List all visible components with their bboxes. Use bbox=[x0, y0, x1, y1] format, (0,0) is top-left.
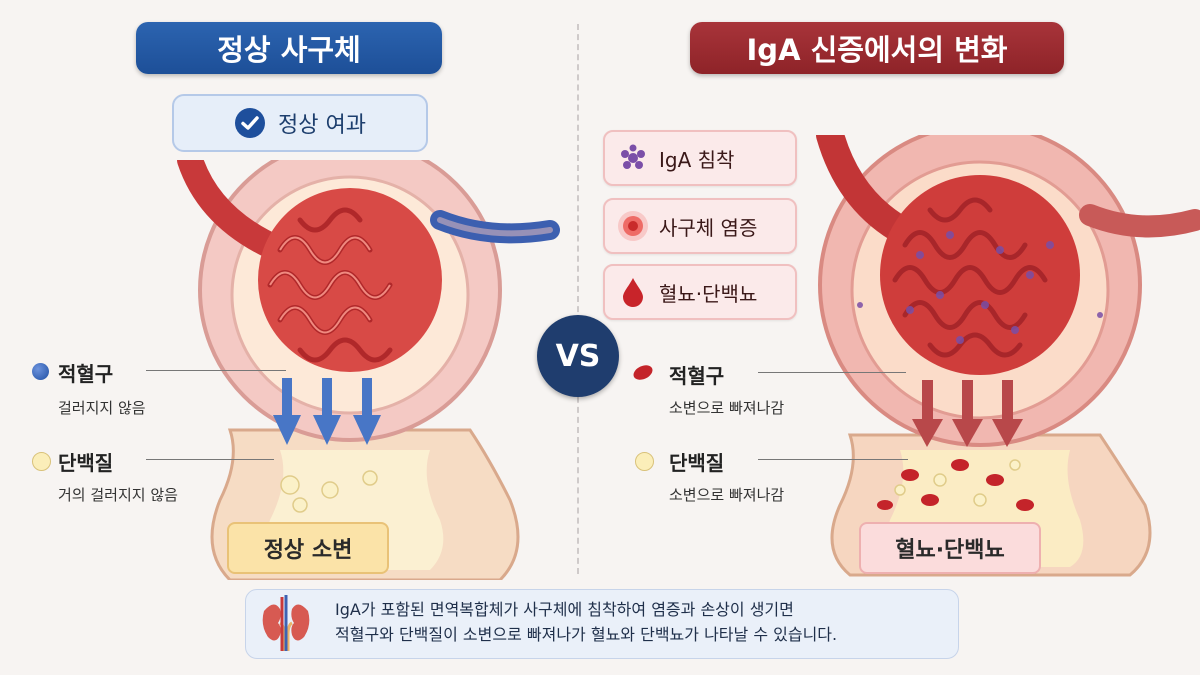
normal-protein-label: 단백질 bbox=[58, 451, 114, 475]
iga-glomerulus-illustration bbox=[816, 135, 1200, 577]
iga-rbc-desc: 소변으로 빠져나감 bbox=[669, 399, 785, 417]
normal-filtration-badge: 정상 여과 bbox=[172, 94, 428, 152]
summary-line-1: IgA가 포함된 면역복합체가 사구체에 침착하여 염증과 손상이 생기면 bbox=[335, 600, 794, 619]
summary-note-text: IgA가 포함된 면역복합체가 사구체에 침착하여 염증과 손상이 생기면 적혈… bbox=[335, 597, 837, 647]
iga-protein-desc: 소변으로 빠져나감 bbox=[669, 486, 785, 504]
rbc-blue-dot bbox=[32, 363, 49, 380]
normal-filtration-label: 정상 여과 bbox=[278, 113, 366, 138]
normal-protein-leader bbox=[146, 459, 274, 460]
protein-dot-right bbox=[635, 452, 654, 471]
tag-iga-deposit: IgA 침착 bbox=[603, 130, 797, 186]
iga-cluster-icon bbox=[621, 144, 645, 169]
normal-protein-desc: 거의 걸러지지 않음 bbox=[58, 486, 178, 504]
inflammation-icon bbox=[618, 211, 648, 241]
blood-drop-icon bbox=[623, 278, 643, 307]
normal-urine-label: 정상 소변 bbox=[227, 522, 389, 574]
tag-inflammation-label: 사구체 염증 bbox=[659, 215, 758, 240]
normal-rbc-desc: 걸러지지 않음 bbox=[58, 399, 146, 417]
vs-badge: VS bbox=[537, 315, 619, 397]
iga-rbc-label: 적혈구 bbox=[669, 364, 725, 388]
tag-iga-deposit-label: IgA 침착 bbox=[659, 147, 735, 172]
hematuria-urine-label: 혈뇨·단백뇨 bbox=[859, 522, 1041, 574]
rbc-red-dot bbox=[631, 362, 655, 383]
iga-protein-leader bbox=[758, 459, 908, 460]
normal-glomerulus-illustration bbox=[177, 160, 560, 580]
iga-nephropathy-title: IgA 신증에서의 변화 bbox=[690, 22, 1064, 74]
iga-protein-label: 단백질 bbox=[669, 451, 725, 475]
summary-line-2: 적혈구와 단백질이 소변으로 빠져나가 혈뇨와 단백뇨가 나타날 수 있습니다. bbox=[335, 625, 838, 644]
normal-glomerulus-title: 정상 사구체 bbox=[136, 22, 442, 74]
protein-dot-left bbox=[32, 452, 51, 471]
tag-hematuria-proteinuria: 혈뇨·단백뇨 bbox=[603, 264, 797, 320]
iga-rbc-leader bbox=[758, 372, 906, 373]
check-circle-icon bbox=[235, 108, 266, 138]
summary-note-box bbox=[245, 589, 959, 659]
tag-inflammation: 사구체 염증 bbox=[603, 198, 797, 254]
kidney-icon bbox=[262, 595, 310, 651]
normal-rbc-leader bbox=[146, 370, 286, 371]
tag-hematuria-label: 혈뇨·단백뇨 bbox=[659, 281, 758, 306]
normal-rbc-label: 적혈구 bbox=[58, 362, 114, 386]
center-divider bbox=[577, 24, 579, 574]
